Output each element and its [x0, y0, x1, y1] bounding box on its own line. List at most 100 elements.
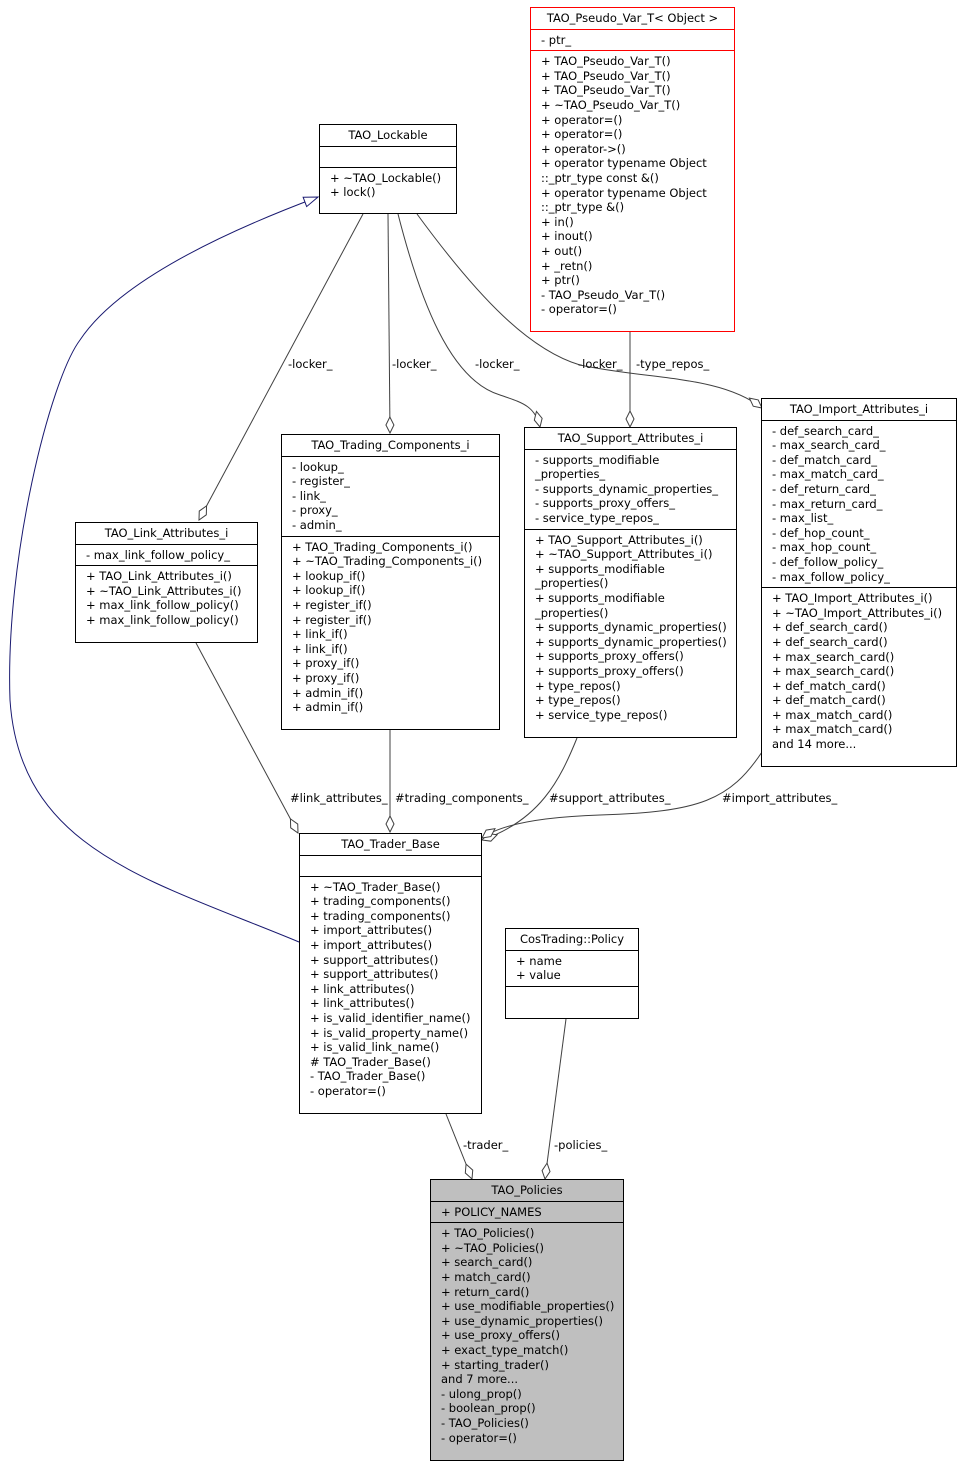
attribute-entry: - max_follow_policy_ — [772, 569, 890, 584]
method-entry: + ~TAO_Trading_Components_i() — [292, 554, 483, 569]
edge-label-trading-components: #trading_components_ — [395, 791, 529, 805]
edge-label-import-attributes: #import_attributes_ — [722, 791, 838, 805]
edge-label-link-attributes: #link_attributes_ — [290, 791, 388, 805]
class-trading-components[interactable]: TAO_Trading_Components_i- lookup_- regis… — [281, 434, 500, 730]
method-entry: + ~TAO_Import_Attributes_i() — [772, 605, 943, 620]
method-entry: - operator=() — [541, 302, 617, 317]
class-tao-policies[interactable]: TAO_Policies+ POLICY_NAMES+ TAO_Policies… — [430, 1179, 624, 1461]
method-entry: + link_attributes() — [310, 996, 415, 1011]
attribute-entry: - supports_modifiable — [535, 452, 660, 467]
method-entry: + admin_if() — [292, 685, 364, 700]
method-entry: _properties() — [535, 605, 609, 620]
method-entry: + operator typename Object — [541, 185, 707, 200]
attribute-entry: - def_follow_policy_ — [772, 554, 884, 569]
inheritance-edge-trader-base-lockable — [9, 197, 318, 943]
method-entry: + ptr() — [541, 273, 580, 288]
method-entry: + lock() — [330, 185, 376, 200]
method-entry: + operator=() — [541, 127, 623, 142]
attribute-entry: - supports_dynamic_properties_ — [535, 481, 719, 496]
method-entry: + TAO_Support_Attributes_i() — [535, 532, 703, 547]
attribute-entry: - max_search_card_ — [772, 438, 886, 453]
class-title: TAO_Trader_Base — [341, 837, 440, 851]
attribute-entry: - ptr_ — [541, 32, 572, 47]
method-entry: + TAO_Pseudo_Var_T() — [541, 83, 671, 98]
attribute-entry: - register_ — [292, 474, 350, 489]
method-entry: + supports_modifiable — [535, 561, 665, 576]
method-entry: + use_modifiable_properties() — [441, 1299, 615, 1314]
method-entry: + type_repos() — [535, 678, 621, 693]
method-entry: + proxy_if() — [292, 670, 360, 685]
class-pseudo-var[interactable]: TAO_Pseudo_Var_T< Object > - ptr_ + TAO_Ps… — [530, 7, 735, 332]
method-entry: ::_ptr_type &() — [541, 200, 625, 215]
attributes-section: + POLICY_NAMES — [431, 1200, 623, 1223]
method-entry: + search_card() — [441, 1255, 533, 1270]
methods-section: + ~TAO_Lockable()+ lock() — [320, 166, 456, 203]
method-entry: + ~TAO_Policies() — [441, 1240, 545, 1255]
attribute-entry: - service_type_repos_ — [535, 510, 659, 525]
method-entry: + max_match_card() — [772, 707, 893, 722]
edge-support-trader — [482, 737, 578, 840]
method-entry: + ~TAO_Support_Attributes_i() — [535, 547, 713, 562]
attributes-section: - ptr_ — [531, 28, 734, 51]
method-entry: + type_repos() — [535, 693, 621, 708]
edge-policy-policies — [545, 1018, 567, 1179]
methods-section: + TAO_Trading_Components_i()+ ~TAO_Tradi… — [282, 535, 499, 718]
method-entry: + inout() — [541, 229, 593, 244]
method-entry: + use_dynamic_properties() — [441, 1313, 603, 1328]
class-lockable[interactable]: TAO_Lockable + ~TAO_Lockable()+ lock() — [319, 124, 457, 214]
methods-section: + TAO_Pseudo_Var_T()+ TAO_Pseudo_Var_T()… — [531, 50, 734, 320]
method-entry: + max_match_card() — [772, 722, 893, 737]
method-entry: + out() — [541, 243, 583, 258]
methods-section: + TAO_Link_Attributes_i()+ ~TAO_Link_Att… — [76, 565, 257, 630]
method-entry: + TAO_Import_Attributes_i() — [772, 591, 933, 606]
class-link-attributes[interactable]: TAO_Link_Attributes_i- max_link_follow_p… — [75, 522, 258, 643]
method-entry: + register_if() — [292, 597, 372, 612]
method-entry: + TAO_Policies() — [441, 1226, 535, 1241]
class-cos-trading-policy[interactable]: CosTrading::Policy+ name+ value — [505, 928, 639, 1019]
method-entry: + service_type_repos() — [535, 707, 668, 722]
method-entry: + max_link_follow_policy() — [86, 598, 239, 613]
method-entry: + is_valid_identifier_name() — [310, 1010, 471, 1025]
attributes-section: - def_search_card_- max_search_card_- de… — [762, 419, 956, 588]
attributes-section — [320, 145, 456, 167]
attribute-entry: - def_match_card_ — [772, 452, 878, 467]
method-entry: _properties() — [535, 576, 609, 591]
edge-label-locker-import: -locker_ — [578, 357, 623, 371]
method-entry: + operator->() — [541, 141, 626, 156]
class-import-attributes[interactable]: TAO_Import_Attributes_i- def_search_card… — [761, 398, 957, 767]
class-support-attributes[interactable]: TAO_Support_Attributes_i- supports_modif… — [524, 427, 737, 738]
methods-section — [506, 985, 638, 1007]
method-entry: + ~TAO_Trader_Base() — [310, 879, 441, 894]
method-entry: + starting_trader() — [441, 1357, 549, 1372]
edge-label-policies: -policies_ — [554, 1138, 608, 1152]
attribute-entry: + name — [516, 953, 562, 968]
method-entry: + link_attributes() — [310, 981, 415, 996]
attributes-section — [300, 854, 481, 876]
attribute-entry: _properties_ — [535, 467, 606, 482]
attribute-entry: - def_search_card_ — [772, 423, 879, 438]
method-entry: and 14 more... — [772, 737, 857, 752]
class-trader-base[interactable]: TAO_Trader_Base + ~TAO_Trader_Base()+ tra… — [299, 833, 482, 1114]
attributes-section: - max_link_follow_policy_ — [76, 543, 257, 566]
edge-label-locker-support: -locker_ — [475, 357, 520, 371]
edge-lockable-link — [199, 213, 364, 520]
method-entry: + link_if() — [292, 641, 348, 656]
attributes-section: + name+ value — [506, 949, 638, 986]
methods-section: + TAO_Import_Attributes_i()+ ~TAO_Import… — [762, 587, 956, 755]
class-title: TAO_Lockable — [348, 128, 428, 142]
methods-section: + ~TAO_Trader_Base()+ trading_components… — [300, 875, 481, 1102]
method-entry: + match_card() — [441, 1269, 531, 1284]
method-entry: - TAO_Policies() — [441, 1415, 529, 1430]
attribute-entry: + POLICY_NAMES — [441, 1204, 542, 1219]
attribute-entry: - def_return_card_ — [772, 481, 876, 496]
method-entry: + max_link_follow_policy() — [86, 612, 239, 627]
edge-import-trader — [482, 751, 763, 838]
method-entry: + link_if() — [292, 627, 348, 642]
edge-trader-policies — [445, 1113, 472, 1179]
method-entry: + def_match_card() — [772, 693, 886, 708]
method-entry: + register_if() — [292, 612, 372, 627]
class-title: TAO_Pseudo_Var_T< Object > — [546, 11, 719, 25]
method-entry: + TAO_Trading_Components_i() — [292, 539, 473, 554]
method-entry: + _retn() — [541, 258, 593, 273]
method-entry: + ~TAO_Lockable() — [330, 170, 442, 185]
